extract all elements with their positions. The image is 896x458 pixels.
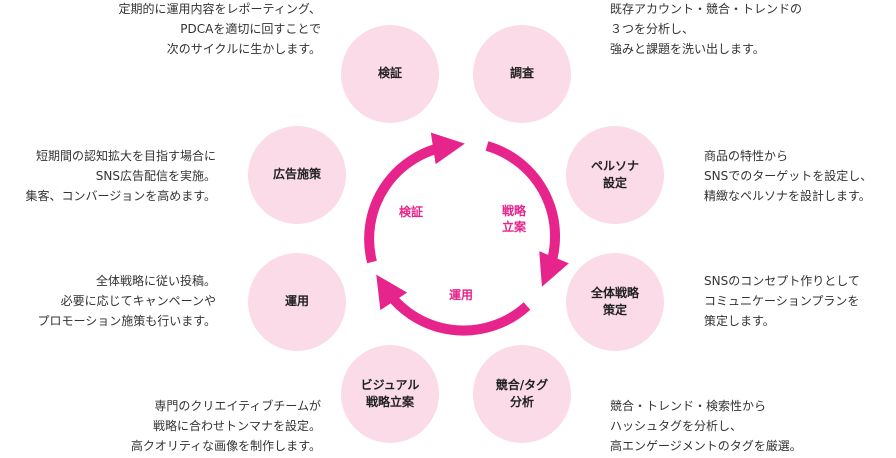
desc-visual: 専門のクリエイティブチームが 戦略に合わせトンマナを設定。 高クオリティな画像を… (130, 399, 321, 453)
node-kensho-label: 検証 (377, 66, 402, 81)
cycle-label-kensho: 検証 (398, 205, 423, 219)
cycle-label-senryaku: 戦略 立案 (501, 204, 526, 235)
node-persona: ペルソナ 設定 (566, 126, 664, 224)
cycle-arrow-senryaku (485, 141, 569, 287)
cycle-label-unyo: 運用 (448, 288, 473, 302)
node-chosa: 調査 (473, 25, 571, 123)
desc-zentai: SNSのコンセプト作りとして コミュニケーションプランを 策定します。 (704, 274, 860, 328)
cycle-arrow-kensho (364, 132, 465, 264)
node-kyogo: 競合/タグ 分析 (473, 345, 571, 443)
cycle-arrow-unyo (376, 274, 531, 336)
node-chosa-label: 調査 (509, 66, 534, 81)
node-kensho: 検証 (341, 25, 439, 123)
node-visual-label: ビジュアル 戦略立案 (360, 377, 420, 409)
node-persona-label: ペルソナ 設定 (590, 158, 639, 190)
node-visual: ビジュアル 戦略立案 (341, 345, 439, 443)
node-koukoku-label: 広告施策 (272, 167, 321, 182)
node-unyo: 運用 (248, 253, 346, 351)
desc-unyo: 全体戦略に従い投稿。 必要に応じてキャンペーンや プロモーション施策も行います。 (37, 274, 216, 328)
node-koukoku: 広告施策 (248, 126, 346, 224)
desc-kensho: 定期的に運用内容をレポーティング、 PDCAを適切に回すことで 次のサイクルに生… (118, 2, 321, 56)
desc-chosa: 既存アカウント・競合・トレンドの ３つを分析し、 強みと課題を洗い出します。 (610, 2, 803, 56)
node-zentai: 全体戦略 策定 (566, 253, 664, 351)
desc-persona: 商品の特性から SNSでのターゲットを設定し、 精緻なペルソナを設計します。 (704, 149, 873, 203)
desc-kyogo: 競合・トレンド・検索性から ハッシュタグを分析し、 高エンゲージメントのタグを厳… (610, 399, 802, 453)
node-unyo-label: 運用 (284, 294, 309, 309)
desc-koukoku: 短期間の認知拡大を目指す場合に SNS広告配信を実施。 集客、コンバージョンを高… (25, 149, 216, 203)
node-kyogo-label: 競合/タグ 分析 (495, 377, 549, 409)
node-zentai-label: 全体戦略 策定 (590, 285, 639, 317)
